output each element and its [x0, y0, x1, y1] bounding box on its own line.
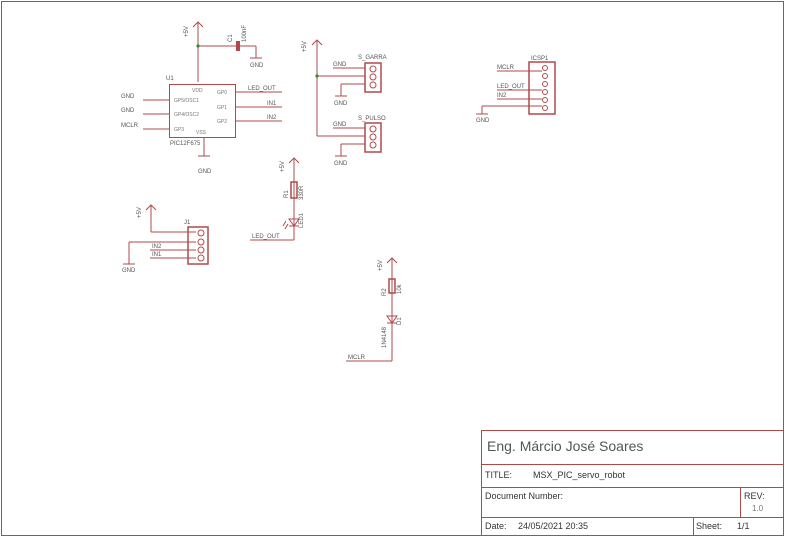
- c1-ref: C1: [228, 34, 234, 42]
- title-value: MSX_PIC_servo_robot: [533, 470, 626, 480]
- c1-value: 100nF: [242, 25, 248, 42]
- title-block: [481, 430, 784, 536]
- capacitor-c1: [198, 41, 262, 59]
- servo-connector-a: [364, 62, 382, 93]
- j1-vcc: +5V: [137, 207, 143, 218]
- u1-pin-gp3: GP3: [174, 127, 184, 133]
- icsp-net-in2: IN2: [497, 93, 507, 99]
- u1-net-ledout: LED_OUT: [248, 86, 276, 92]
- led1-ref: LED1: [299, 212, 305, 228]
- vcc-label-servo: +5V: [302, 41, 308, 52]
- servo-a-net: GND: [333, 62, 347, 68]
- servo-b-ref: S_PULSO: [358, 116, 386, 122]
- led1-net: LED_OUT: [252, 234, 280, 240]
- icsp-net-ledout: LED_OUT: [497, 84, 525, 90]
- u1-net-in1: IN1: [267, 101, 277, 107]
- input-connector-j1: [123, 204, 209, 265]
- docnum-label: Document Number:: [485, 491, 564, 501]
- u1-net-mclr: MCLR: [121, 123, 139, 129]
- d1-value: 1N4148: [382, 326, 388, 348]
- r2-value: 10k: [397, 283, 403, 294]
- u1-net-gnd2: GND: [121, 108, 135, 114]
- j1-gnd: GND: [122, 268, 136, 274]
- ic-u1: [143, 84, 282, 157]
- vcc-symbol-u1: [192, 21, 204, 82]
- led-branch: [250, 157, 300, 241]
- sheet-label: Sheet:: [696, 521, 723, 531]
- servo-a-ref: S_GARRA: [358, 55, 387, 61]
- u1-net-gnd1: GND: [121, 94, 135, 100]
- icsp-gnd: GND: [476, 118, 490, 124]
- j1-net-in2: IN2: [152, 244, 162, 250]
- u1-vdd: VDD: [192, 88, 203, 94]
- sheet-value: 1/1: [737, 521, 750, 531]
- r1-ref: R1: [284, 190, 290, 198]
- u1-pin-gp1: GP1: [217, 105, 227, 111]
- mclr-branch: [346, 257, 398, 362]
- u1-value: PIC12F675: [170, 141, 201, 147]
- u1-net-in2: IN2: [267, 115, 277, 121]
- vcc-label-u1: +5V: [184, 26, 190, 37]
- author-name: Eng. Márcio José Soares: [487, 438, 644, 454]
- date-value: 24/05/2021 20:35: [518, 521, 589, 531]
- icsp-ref: ICSP1: [531, 56, 549, 62]
- u1-pin-gp5: GP5/OSC1: [174, 98, 199, 104]
- u1-pin-gp0: GP0: [217, 90, 227, 96]
- rev-label: REV:: [744, 491, 765, 501]
- r1-value: 330R: [299, 185, 305, 200]
- led-branch-vcc: +5V: [280, 161, 286, 172]
- icsp-net-mclr: MCLR: [497, 65, 515, 71]
- j1-ref: J1: [184, 220, 191, 226]
- r2-ref: R2: [382, 288, 388, 296]
- mclr-net: MCLR: [348, 355, 366, 361]
- u1-vss: VSS: [196, 130, 207, 136]
- d1-ref: D1: [397, 317, 403, 325]
- j1-net-in1: IN1: [152, 252, 162, 258]
- rev-value: 1.0: [752, 504, 764, 513]
- vcc-symbol-servo: [311, 39, 365, 157]
- title-label: TITLE:: [485, 470, 513, 480]
- u1-gnd-label: GND: [198, 169, 212, 175]
- gnd-label-c1: GND: [250, 63, 264, 69]
- servo-b-gnd: GND: [334, 161, 348, 167]
- servo-connector-b: [364, 122, 382, 153]
- icsp-connector: [476, 61, 556, 115]
- junction-servo: [315, 74, 319, 78]
- u1-pin-gp2: GP2: [217, 119, 227, 125]
- servo-a-gnd: GND: [334, 101, 348, 107]
- junction-c1: [196, 44, 200, 48]
- mclr-vcc: +5V: [378, 260, 384, 271]
- date-label: Date:: [485, 521, 507, 531]
- u1-pin-gp4: GP4/OSC2: [174, 112, 199, 118]
- u1-ref: U1: [166, 76, 174, 82]
- servo-b-net: GND: [333, 122, 347, 128]
